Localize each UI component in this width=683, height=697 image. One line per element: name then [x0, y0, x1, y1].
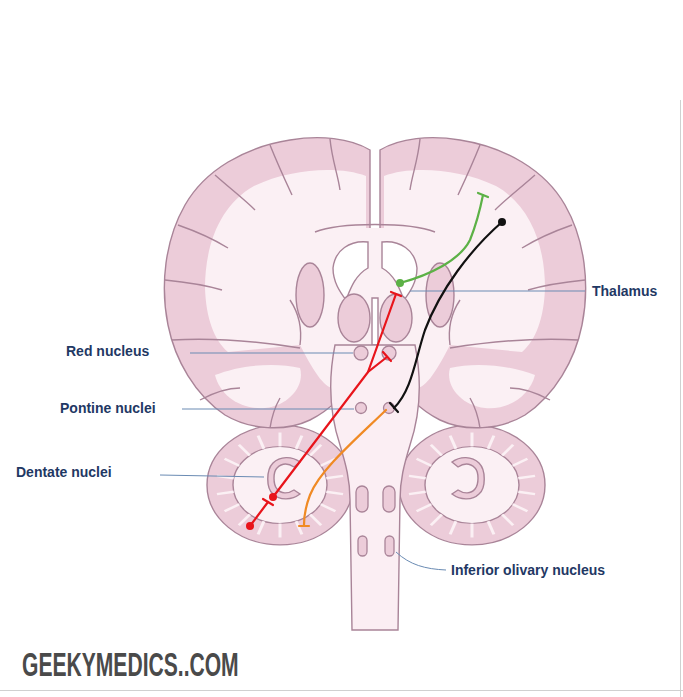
- structure-label: Dentate nuclei: [16, 463, 112, 481]
- structure-label: Inferior olivary nucleus: [451, 561, 605, 579]
- watermark: GEEKYMEDICS..COM: [22, 645, 239, 683]
- structure-label: Pontine nuclei: [60, 399, 156, 417]
- structure-label: Thalamus: [592, 282, 657, 300]
- structure-label: Red nucleus: [66, 342, 149, 360]
